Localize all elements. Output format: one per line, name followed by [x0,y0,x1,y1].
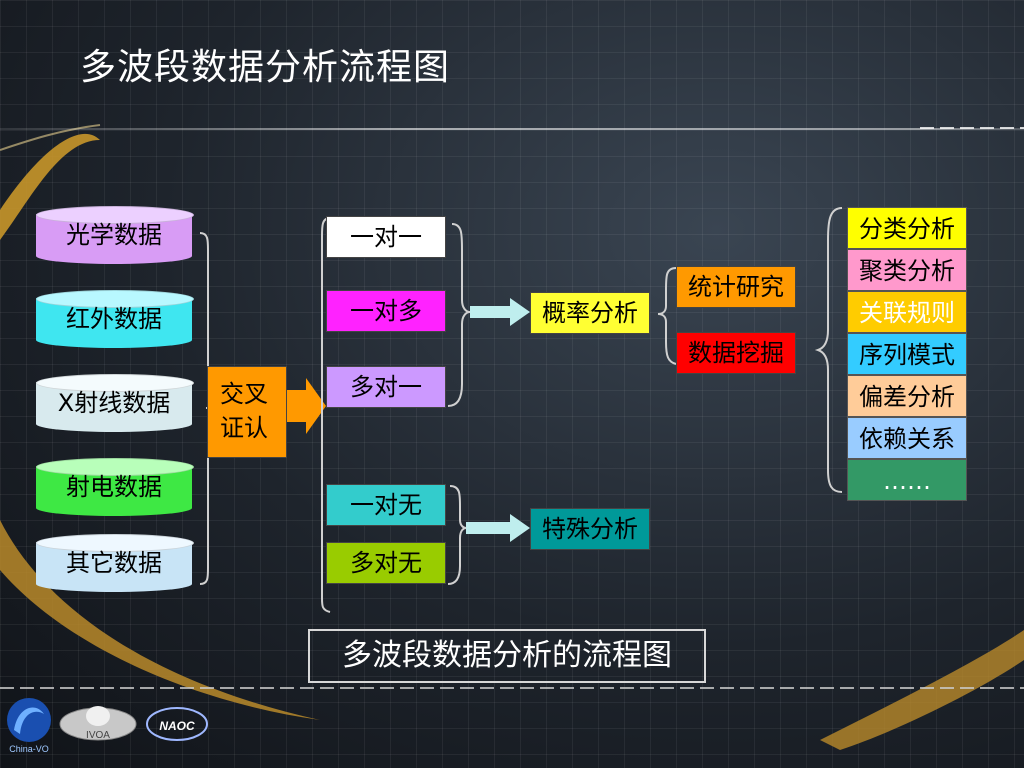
source-label: 光学数据 [66,221,162,249]
naoc-logo: NAOC [146,707,208,741]
source-label: 射电数据 [66,473,162,501]
china-vo-logo: China-VO [7,698,51,754]
cross-identification-box: 交叉 证认 [207,366,287,458]
special-analysis-box: 特殊分析 [530,508,650,550]
mining-type-item: 序列模式 [847,333,967,375]
page-title: 多波段数据分析流程图 [80,47,451,88]
mining-type-item: 依赖关系 [847,417,967,459]
caption-box: 多波段数据分析的流程图 [308,629,706,683]
match-one-to-many: 一对多 [326,290,446,332]
mining-type-item: 偏差分析 [847,375,967,417]
statistical-research-box: 统计研究 [676,266,796,308]
source-cylinder: 其它数据 [36,534,194,592]
probability-analysis-box: 概率分析 [530,292,650,334]
data-mining-box: 数据挖掘 [676,332,796,374]
cross-label-line1: 交叉 [220,380,268,408]
title-divider [0,128,1024,130]
source-cylinder: 红外数据 [36,290,194,348]
cross-label-line2: 证认 [220,414,268,442]
source-cylinder: 射电数据 [36,458,194,516]
naoc-logo-text: NAOC [159,719,195,733]
source-label: X射线数据 [57,389,171,417]
mining-type-item: …… [847,459,967,501]
match-many-to-none: 多对无 [326,542,446,584]
mining-type-item: 关联规则 [847,291,967,333]
source-label: 其它数据 [66,549,162,577]
match-one-to-one: 一对一 [326,216,446,258]
match-one-to-none: 一对无 [326,484,446,526]
china-vo-logo-text: China-VO [9,744,49,754]
source-cylinder: 光学数据 [36,206,194,264]
source-label: 红外数据 [66,305,162,333]
match-many-to-one: 多对一 [326,366,446,408]
ivoa-logo: IVOA [59,706,137,741]
ivoa-logo-text: IVOA [86,730,110,741]
mining-type-item: 聚类分析 [847,249,967,291]
mining-type-item: 分类分析 [847,207,967,249]
source-cylinder: X射线数据 [36,374,194,432]
